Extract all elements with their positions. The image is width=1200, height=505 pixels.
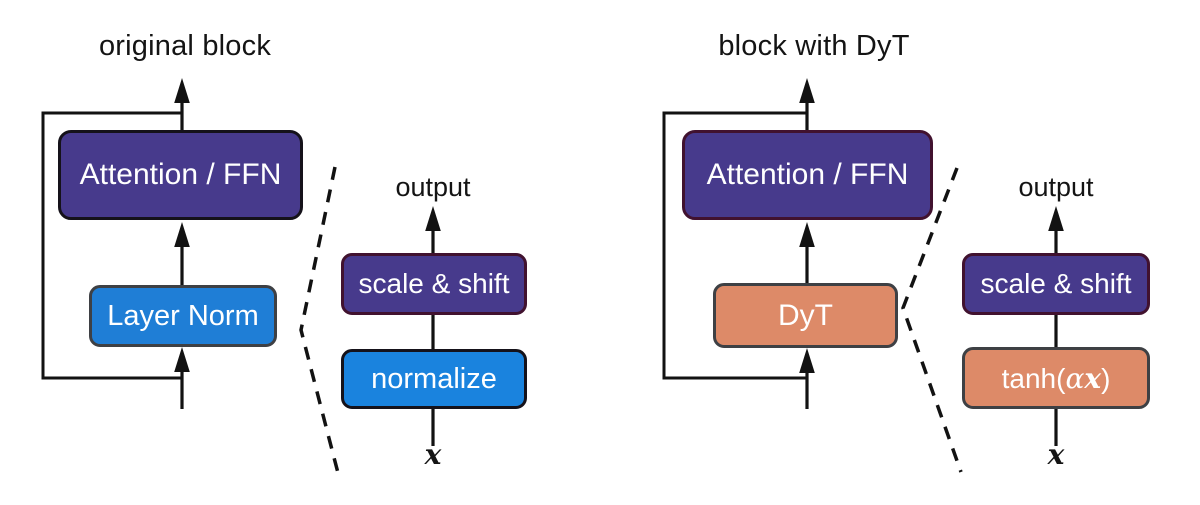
left-input-arrowhead-icon bbox=[174, 347, 190, 372]
right-mid-arrowhead-icon bbox=[799, 222, 815, 247]
left-scale-shift-box: scale & shift bbox=[341, 253, 527, 315]
left-residual-loop-line bbox=[41, 111, 182, 380]
right-scale-shift-box: scale & shift bbox=[962, 253, 1150, 315]
right-zoom-output-arrowhead-icon bbox=[1048, 206, 1064, 231]
left-attention-ffn-label: Attention / FFN bbox=[79, 158, 282, 191]
left-normalize-label: normalize bbox=[371, 362, 497, 395]
left-zoom-output-arrowhead-icon bbox=[425, 206, 441, 231]
right-input-arrowhead-icon bbox=[799, 348, 815, 373]
left-zoom-input-x-label: x bbox=[424, 438, 442, 471]
left-mid-arrowhead-icon bbox=[174, 222, 190, 247]
right-zoom-dashed-line bbox=[901, 167, 963, 473]
left-top-arrowhead-icon bbox=[174, 78, 190, 103]
left-normalize-box: normalize bbox=[341, 349, 527, 409]
right-dyt-box: DyT bbox=[713, 283, 898, 348]
right-top-arrowhead-icon bbox=[799, 78, 815, 103]
right-attention-ffn-box: Attention / FFN bbox=[682, 130, 933, 220]
right-attention-ffn-label: Attention / FFN bbox=[706, 158, 909, 191]
tanh-alpha-symbol: α bbox=[1065, 361, 1085, 395]
left-diagram-title: original block bbox=[98, 30, 272, 62]
right-tanh-label: tanh(αx) bbox=[1002, 362, 1111, 395]
tanh-fn-text: tanh( bbox=[1001, 362, 1066, 394]
left-layer-norm-box: Layer Norm bbox=[89, 285, 277, 347]
right-zoom-input-x-label: x bbox=[1047, 438, 1065, 471]
left-scale-shift-label: scale & shift bbox=[358, 268, 510, 299]
right-zoom-output-label: output bbox=[1018, 172, 1094, 202]
left-zoom-output-label: output bbox=[395, 172, 471, 202]
right-diagram-title: block with DyT bbox=[718, 30, 910, 62]
right-residual-loop-line bbox=[662, 111, 807, 380]
left-zoom-dashed-line bbox=[299, 166, 340, 474]
tanh-x-symbol: x bbox=[1084, 361, 1102, 395]
tanh-close-paren-text: ) bbox=[1101, 362, 1111, 394]
right-dyt-label: DyT bbox=[778, 298, 833, 332]
left-attention-ffn-box: Attention / FFN bbox=[58, 130, 303, 220]
right-scale-shift-label: scale & shift bbox=[980, 268, 1132, 299]
right-tanh-box: tanh(αx) bbox=[962, 347, 1150, 409]
left-layer-norm-label: Layer Norm bbox=[107, 299, 259, 332]
